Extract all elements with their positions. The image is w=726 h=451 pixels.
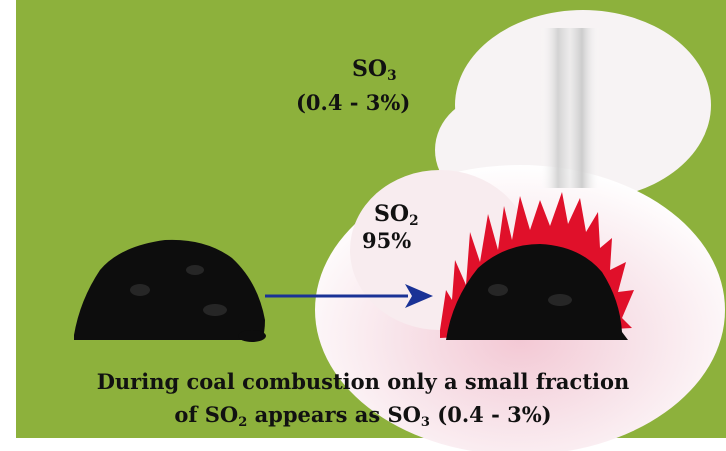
caption: During coal combustion only a small frac… xyxy=(0,365,726,435)
reaction-arrow xyxy=(265,284,433,308)
so2-label: SO2 xyxy=(374,201,419,230)
smoke-column xyxy=(540,28,600,188)
caption-line-2: of SO2 appears as SO3 (0.4 - 3%) xyxy=(174,402,552,431)
caption-line-1: During coal combustion only a small frac… xyxy=(96,369,630,394)
so3-label: SO3 xyxy=(352,56,397,85)
coal-pile-burning xyxy=(446,244,628,340)
so3-range-label: (0.4 - 3%) xyxy=(296,90,411,115)
coal-pile-unburned xyxy=(74,239,266,342)
so2-percent-label: 95% xyxy=(362,228,412,253)
